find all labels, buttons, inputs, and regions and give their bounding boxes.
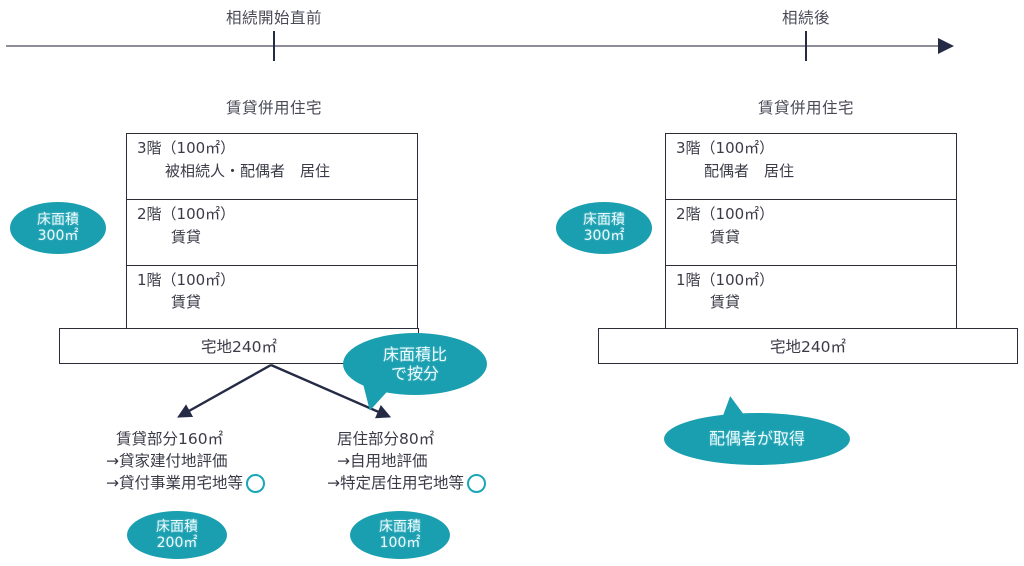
timeline-arrowhead-icon [938,38,954,54]
acquire-bubble-label: 配偶者が取得 [708,429,805,449]
timeline-tick-after [805,31,807,61]
floor-area-badge-residential-line1: 床面積 [379,518,421,535]
floor-2f-area-before: 2階（100㎡） [137,205,236,224]
apportion-bubble: 床面積比 で按分 [343,333,487,415]
building-before: 3階（100㎡） 被相続人・配偶者 居住 2階（100㎡） 賃貸 1階（100㎡… [126,133,418,329]
floor-1f-after: 1階（100㎡） 賃貸 [666,264,956,330]
floor-area-badge-after-line1: 床面積 [583,211,625,228]
floor-area-badge-before-line1: 床面積 [37,211,79,228]
floor-1f-use-before: 賃貸 [171,293,202,312]
floor-area-badge-after-line2: 300㎡ [583,228,625,244]
timeline-axis [6,45,946,47]
floor-3f-area-before: 3階（100㎡） [137,139,236,157]
branch-residential-line2: →自用地評価 [337,452,428,470]
building-title-after: 賃貸併用住宅 [757,99,855,117]
apportion-bubble-line1: 床面積比 [382,344,447,364]
floor-3f-use-before: 被相続人・配偶者 居住 [165,161,331,180]
floor-area-badge-residential-line2: 100㎡ [379,535,421,551]
building-title-before: 賃貸併用住宅 [225,99,323,117]
land-label-after: 宅地240㎡ [769,338,847,356]
eligible-circle-icon-residential [467,473,486,493]
branch-residential-line1: 居住部分80㎡ [337,430,435,448]
branch-rental-line3-row: →貸付事業用宅地等 [106,472,265,494]
branch-rental-line1: 賃貸部分160㎡ [116,430,224,448]
floor-area-badge-rental-line1: 床面積 [156,518,198,535]
acquire-bubble-tail-icon [716,394,748,424]
floor-2f-use-after: 賃貸 [710,227,741,246]
floor-area-badge-before: 床面積 300㎡ [10,202,106,254]
building-after: 3階（100㎡） 配偶者 居住 2階（100㎡） 賃貸 1階（100㎡） 賃貸 [665,133,957,329]
floor-area-badge-before-line2: 300㎡ [37,228,79,244]
timeline-tick-before [273,31,275,61]
floor-1f-before: 1階（100㎡） 賃貸 [127,264,417,330]
timeline-label-after: 相続後 [781,9,831,27]
apportion-bubble-tail-icon [356,381,390,415]
branch-rental-line2: →貸家建付地評価 [106,452,228,470]
floor-2f-after: 2階（100㎡） 賃貸 [666,199,956,264]
acquire-bubble: 配偶者が取得 [664,394,850,465]
floor-3f-use-after: 配偶者 居住 [704,161,795,180]
floor-area-badge-after: 床面積 300㎡ [556,202,652,254]
branch-residential-line3: →特定居住用宅地等 [327,474,464,492]
branch-residential: 居住部分80㎡ →自用地評価 →特定居住用宅地等 [327,428,486,494]
floor-2f-area-after: 2階（100㎡） [676,205,775,224]
timeline-label-before: 相続開始直前 [225,9,323,27]
floor-3f-area-after: 3階（100㎡） [676,139,775,157]
branch-residential-line3-row: →特定居住用宅地等 [327,472,486,494]
land-label-before: 宅地240㎡ [200,338,278,356]
eligible-circle-icon-rental [246,473,265,493]
branch-rental: 賃貸部分160㎡ →貸家建付地評価 →貸付事業用宅地等 [106,428,265,494]
floor-2f-use-before: 賃貸 [171,227,202,246]
land-bar-after: 宅地240㎡ [598,328,1018,364]
branch-rental-line3: →貸付事業用宅地等 [106,474,243,492]
apportion-bubble-line2: で按分 [390,364,439,383]
floor-1f-area-before: 1階（100㎡） [137,270,236,289]
floor-1f-use-after: 賃貸 [710,293,741,312]
floor-2f-before: 2階（100㎡） 賃貸 [127,199,417,264]
floor-3f-after: 3階（100㎡） 配偶者 居住 [666,134,956,199]
floor-area-badge-rental: 床面積 200㎡ [127,511,227,559]
floor-3f-before: 3階（100㎡） 被相続人・配偶者 居住 [127,134,417,199]
floor-1f-area-after: 1階（100㎡） [676,270,775,289]
floor-area-badge-rental-line2: 200㎡ [156,535,198,551]
floor-area-badge-residential: 床面積 100㎡ [350,511,450,559]
